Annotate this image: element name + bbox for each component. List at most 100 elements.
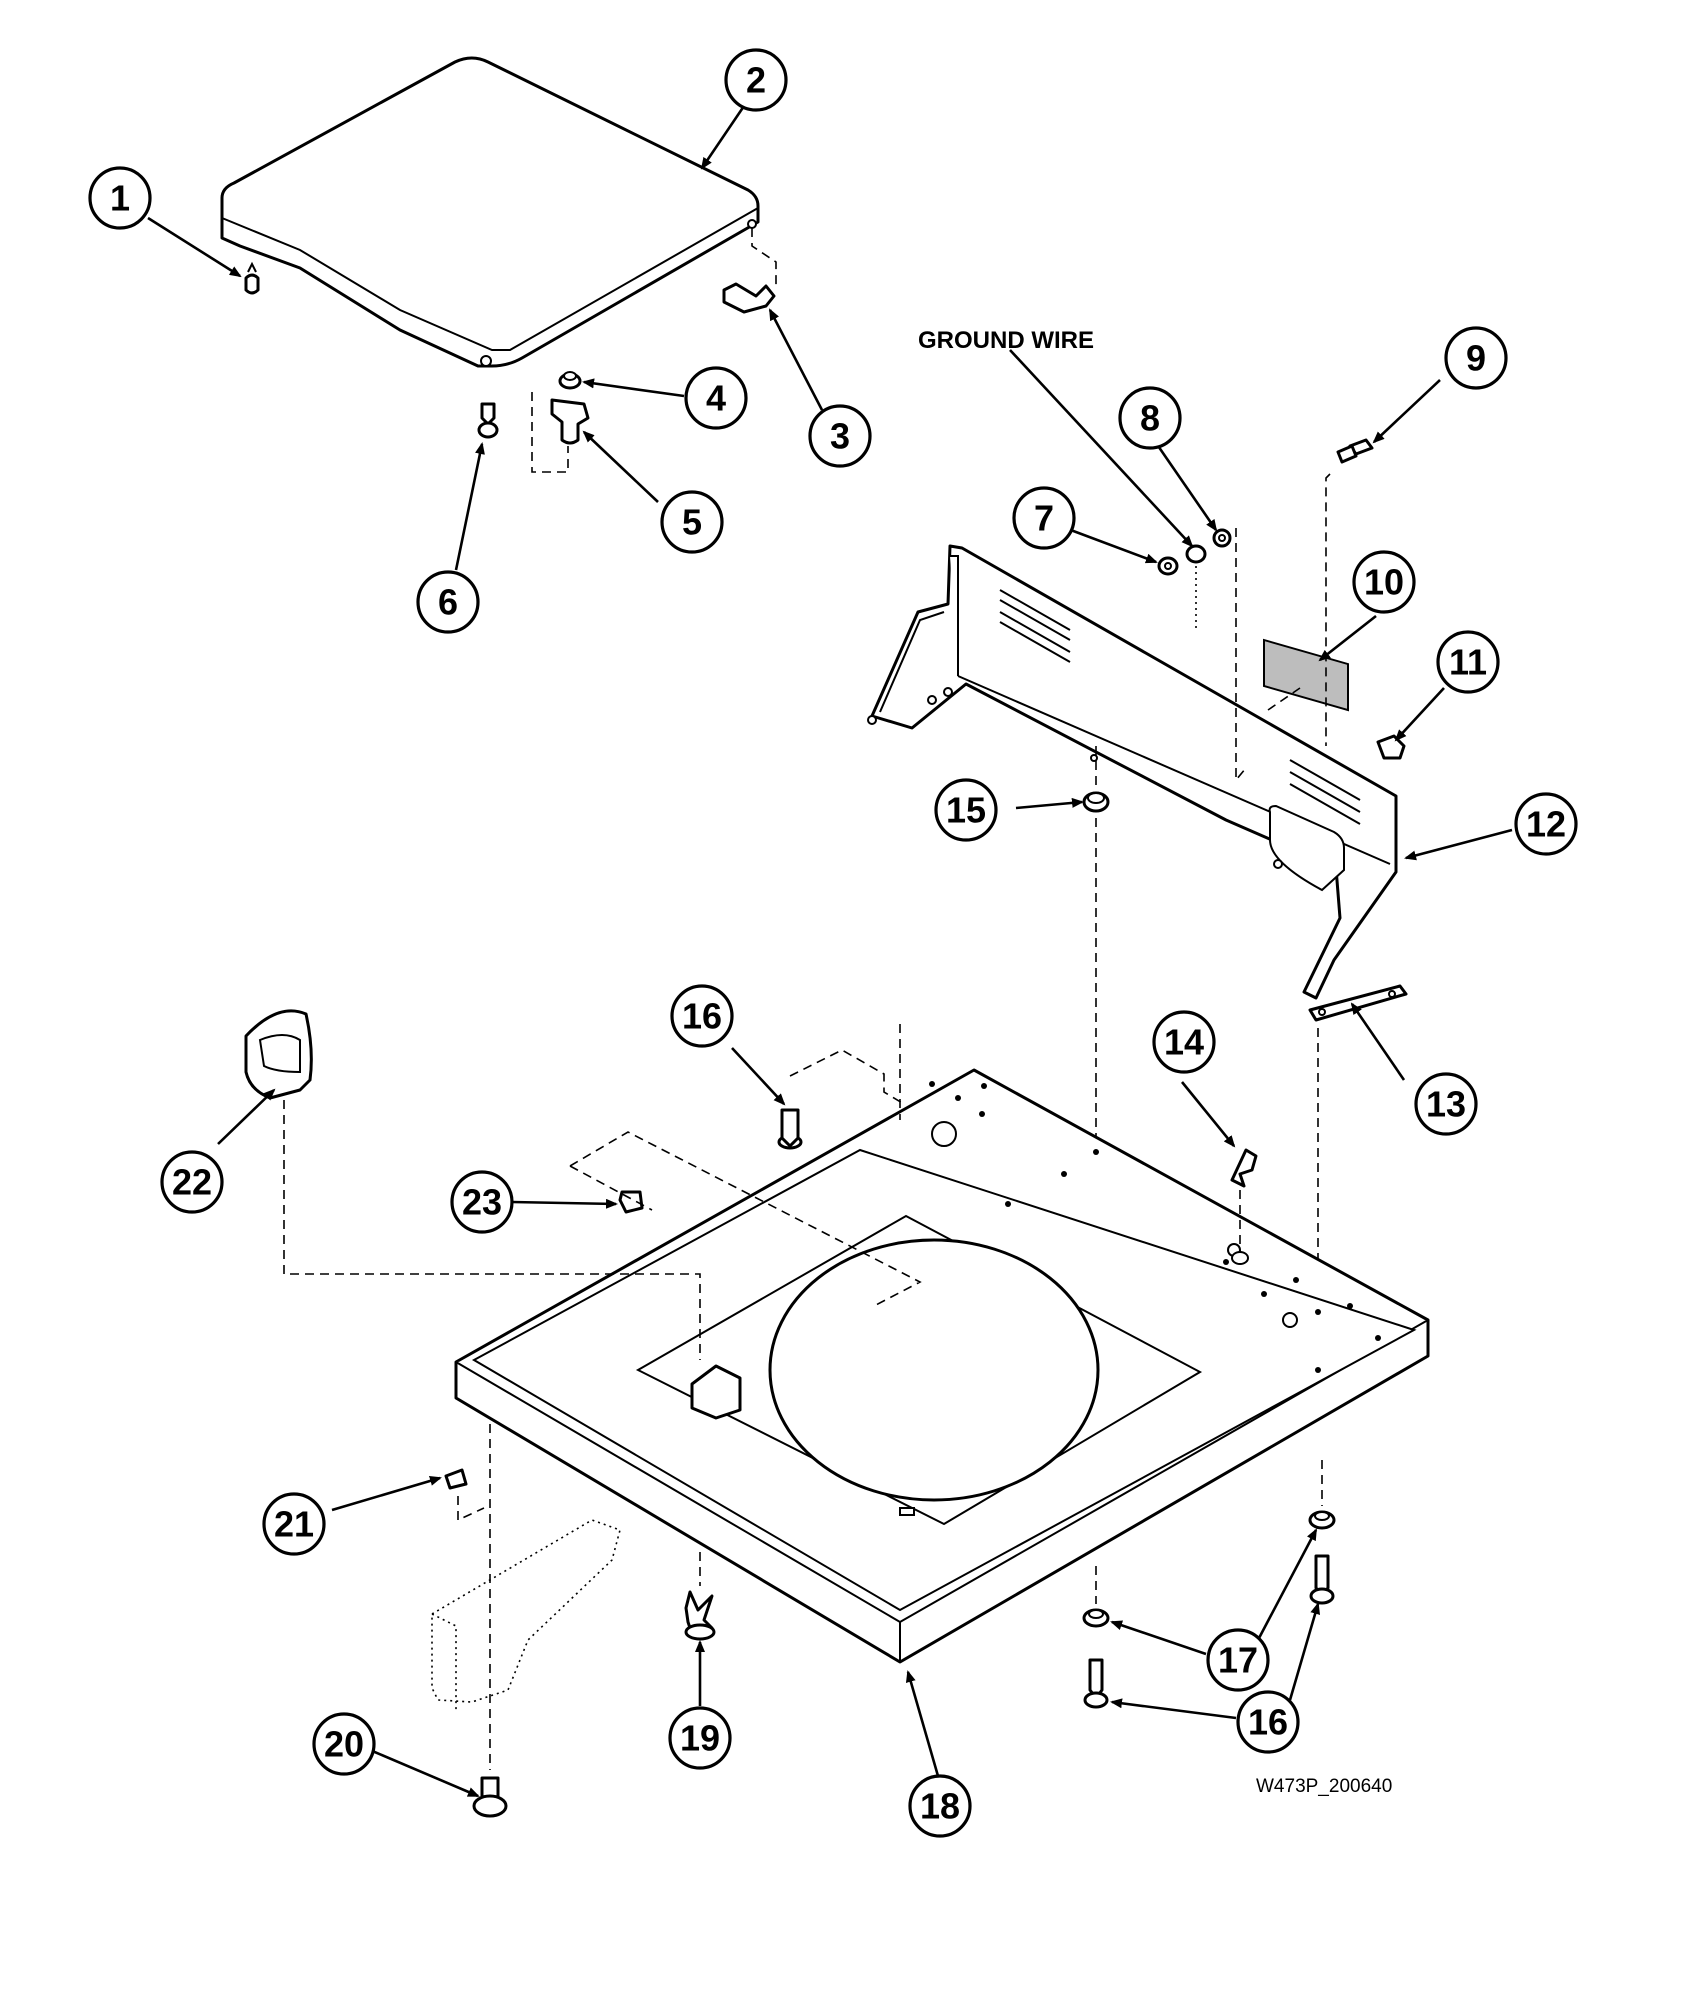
svg-text:9: 9 <box>1466 338 1486 379</box>
callout-5: 5 <box>660 490 724 554</box>
svg-text:16: 16 <box>1248 1702 1288 1743</box>
callout-20: 20 <box>312 1712 376 1776</box>
cap-alignment-line <box>283 1100 701 1360</box>
leader-6 <box>454 442 485 571</box>
leader-7 <box>1059 524 1158 564</box>
leader-1 <box>147 216 242 278</box>
leader-4 <box>582 378 685 398</box>
leader-10 <box>1318 614 1377 662</box>
rear-washer-part <box>1308 1510 1336 1530</box>
svg-text:21: 21 <box>274 1504 314 1545</box>
leader-ground-wire <box>1009 349 1194 548</box>
callout-13: 13 <box>1414 1072 1478 1136</box>
callout-16-upper: 16 <box>670 984 734 1048</box>
ground-nut-part <box>1157 556 1179 576</box>
hinge-washer-part <box>558 371 582 390</box>
drawing-code: W473P_200640 <box>1256 1776 1392 1797</box>
top-panel-screw-part <box>777 1108 803 1150</box>
access-cap-part <box>244 1009 313 1100</box>
svg-text:15: 15 <box>946 790 986 831</box>
wire-clip-part <box>1230 1148 1258 1188</box>
leader-17-a <box>1110 1620 1207 1656</box>
console-clip-part <box>1376 734 1406 760</box>
hinge-clip-part <box>444 1468 468 1490</box>
clip-region-outline <box>569 1131 922 1307</box>
callout-8: 8 <box>1118 386 1182 450</box>
top-panel-part <box>454 1068 1430 1664</box>
callout-21: 21 <box>262 1492 326 1556</box>
screw-upper-alignment <box>789 1049 905 1105</box>
callout-10: 10 <box>1352 550 1416 614</box>
clip-hole <box>1231 1251 1249 1265</box>
hinge-pivot-part <box>550 398 590 445</box>
svg-text:13: 13 <box>1426 1084 1466 1125</box>
callout-3: 3 <box>808 404 872 468</box>
svg-text:17: 17 <box>1218 1640 1258 1681</box>
callout-2: 2 <box>724 48 788 112</box>
svg-text:5: 5 <box>682 502 702 543</box>
rear-screw-part <box>1309 1554 1335 1605</box>
callout-19: 19 <box>668 1706 732 1770</box>
lid-hinge-part <box>722 228 777 314</box>
svg-text:10: 10 <box>1364 562 1404 603</box>
callout-14: 14 <box>1152 1010 1216 1074</box>
leader-5 <box>582 430 659 503</box>
leader-16-lower-a <box>1110 1698 1237 1720</box>
leader-22 <box>217 1088 276 1145</box>
callout-7: 7 <box>1012 486 1076 550</box>
svg-text:7: 7 <box>1034 498 1054 539</box>
leader-11 <box>1394 687 1445 742</box>
clip-region-outline-2 <box>569 1165 653 1211</box>
callout-22: 22 <box>160 1150 224 1214</box>
callout-15: 15 <box>934 778 998 842</box>
callout-16-lower: 16 <box>1236 1690 1300 1754</box>
bracket-screw-lower-part <box>1083 1658 1109 1709</box>
svg-text:6: 6 <box>438 582 458 623</box>
callout-11: 11 <box>1436 630 1500 694</box>
svg-text:16: 16 <box>682 996 722 1037</box>
svg-text:8: 8 <box>1140 398 1160 439</box>
leader-12 <box>1404 828 1513 861</box>
lid-switch-plunger-part <box>684 1590 716 1641</box>
svg-text:2: 2 <box>746 60 766 101</box>
leader-3 <box>768 308 824 411</box>
label-alignment-line <box>1267 687 1301 711</box>
callout-12: 12 <box>1514 792 1578 856</box>
ground-washer-part <box>1185 528 1232 564</box>
leader-21 <box>331 1476 442 1512</box>
callout-9: 9 <box>1444 326 1508 390</box>
leader-16-lower-b <box>1288 1602 1320 1701</box>
console-label-part <box>1263 638 1349 712</box>
callout-23: 23 <box>450 1170 514 1234</box>
svg-text:18: 18 <box>920 1786 960 1827</box>
leader-18 <box>905 1670 940 1777</box>
leader-8 <box>1152 439 1218 532</box>
leader-20 <box>369 1748 480 1798</box>
leader-23 <box>511 1198 618 1209</box>
callout-4: 4 <box>684 366 748 430</box>
hinge-alignment-line <box>531 392 569 473</box>
leader-15 <box>1015 797 1084 810</box>
callout-17: 17 <box>1206 1628 1270 1692</box>
console-panel-part <box>867 544 1398 1000</box>
svg-text:12: 12 <box>1526 804 1566 845</box>
lid-bumper-part <box>244 261 260 295</box>
leader-14 <box>1180 1081 1236 1148</box>
console-screw-part <box>1336 438 1374 464</box>
ground-wire-label: GROUND WIRE <box>918 327 1094 354</box>
hinge-clip-alignment <box>457 1496 485 1522</box>
leveling-screw-part <box>472 1776 508 1818</box>
leader-16-upper <box>731 1047 786 1106</box>
hinge-bracket-outline <box>431 1519 621 1703</box>
svg-text:14: 14 <box>1164 1022 1204 1063</box>
lid-part <box>220 56 760 368</box>
leader-17-b <box>1256 1528 1318 1641</box>
bracket-washer-part <box>1082 1608 1110 1628</box>
ground-alignment-line <box>1235 528 1247 783</box>
svg-text:19: 19 <box>680 1718 720 1759</box>
leader-2 <box>700 105 746 170</box>
svg-text:23: 23 <box>462 1182 502 1223</box>
callout-1: 1 <box>88 166 152 230</box>
callout-18: 18 <box>908 1774 972 1838</box>
